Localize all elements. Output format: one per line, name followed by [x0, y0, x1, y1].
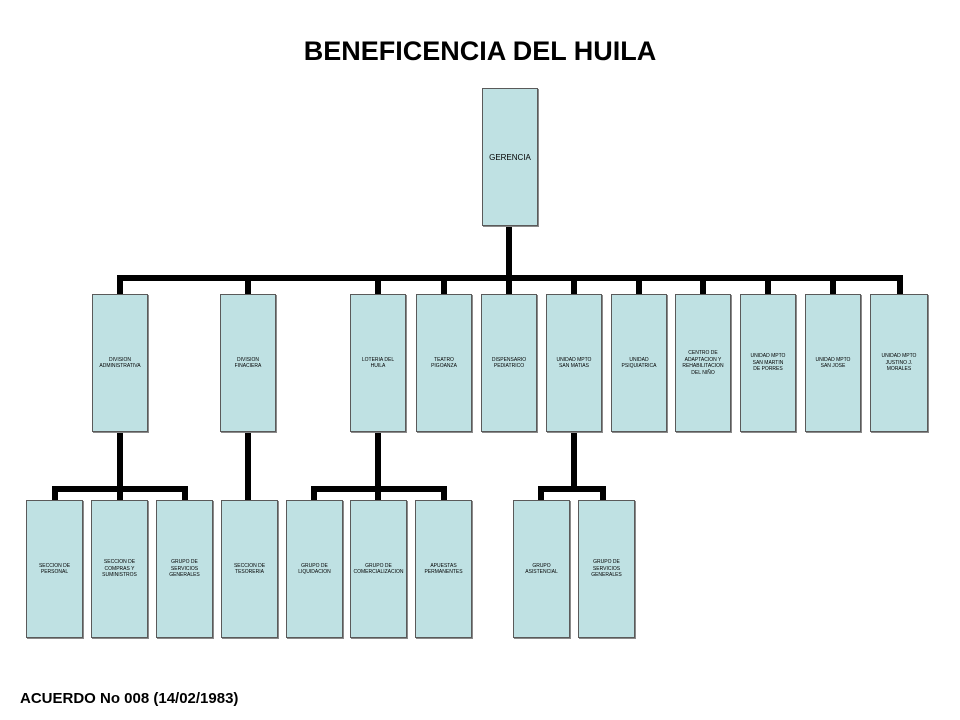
org-box-unidad-san-jose: UNIDAD MPTO SAN JOSE — [805, 294, 861, 432]
org-box-label: LOTERIA DEL HUILA — [361, 356, 395, 370]
org-box-label: UNIDAD MPTO SAN JOSE — [815, 356, 851, 370]
org-box-unidad-san-matias: UNIDAD MPTO SAN MATIAS — [546, 294, 602, 432]
org-box-label: DIVISION FINACIERA — [234, 356, 262, 370]
org-box-label: SECCION DE PERSONAL — [38, 562, 71, 576]
org-box-grupo-liquidacion: GRUPO DE LIQUIDACION — [286, 500, 343, 638]
org-box-label: GRUPO DE COMERCIALIZACION — [353, 562, 404, 576]
org-box-label: SECCION DE COMPRAS Y SUMINISTROS — [102, 559, 137, 579]
org-box-grupo-asistencial: GRUPO ASISTENCIAL — [513, 500, 570, 638]
org-box-label: CENTRO DE ADAPTACION Y REHABILITACION DE… — [682, 350, 724, 376]
org-box-label: APUESTAS PERMANENTES — [424, 562, 463, 576]
org-box-loteria-del-huila: LOTERIA DEL HUILA — [350, 294, 406, 432]
org-box-division-administrativa: DIVISION ADMINISTRATIVA — [92, 294, 148, 432]
org-box-grupo-servicios-generales-matias: GRUPO DE SERVICIOS GENERALES — [578, 500, 635, 638]
org-box-apuestas-permanentes: APUESTAS PERMANENTES — [415, 500, 472, 638]
org-box-unidad-san-martin: UNIDAD MPTO SAN MARTIN DE PORRES — [740, 294, 796, 432]
org-box-seccion-tesoreria: SECCION DE TESORERIA — [221, 500, 278, 638]
org-box-seccion-compras: SECCION DE COMPRAS Y SUMINISTROS — [91, 500, 148, 638]
org-box-seccion-personal: SECCION DE PERSONAL — [26, 500, 83, 638]
org-box-unidad-psiquiatrica: UNIDAD PSIQUIATRICA — [611, 294, 667, 432]
org-box-label: GRUPO DE SERVICIOS GENERALES — [591, 559, 622, 579]
org-box-dispensario-pediatrico: DISPENSARIO PEDIATRICO — [481, 294, 537, 432]
page-title: BENEFICENCIA DEL HUILA — [303, 36, 657, 66]
org-box-label: DISPENSARIO PEDIATRICO — [491, 356, 527, 370]
org-box-grupo-servicios-generales: GRUPO DE SERVICIOS GENERALES — [156, 500, 213, 638]
org-box-label: GRUPO ASISTENCIAL — [525, 562, 558, 576]
org-box-label: GERENCIA — [489, 152, 531, 162]
org-box-label: GRUPO DE SERVICIOS GENERALES — [169, 559, 200, 579]
org-box-division-financiera: DIVISION FINACIERA — [220, 294, 276, 432]
org-box-teatro-pigoanza: TEATRO PIGOANZA — [416, 294, 472, 432]
org-box-unidad-justino-morales: UNIDAD MPTO JUSTINO J. MORALES — [870, 294, 928, 432]
org-box-label: UNIDAD MPTO SAN MARTIN DE PORRES — [750, 353, 786, 373]
org-box-label: UNIDAD PSIQUIATRICA — [621, 356, 657, 370]
org-box-label: UNIDAD MPTO SAN MATIAS — [556, 356, 592, 370]
org-box-label: TEATRO PIGOANZA — [431, 356, 457, 370]
org-box-gerencia: GERENCIA — [482, 88, 538, 226]
footer-note: ACUERDO No 008 (14/02/1983) — [20, 690, 239, 707]
org-box-label: DIVISION ADMINISTRATIVA — [99, 356, 141, 370]
org-box-centro-adaptacion: CENTRO DE ADAPTACION Y REHABILITACION DE… — [675, 294, 731, 432]
org-box-grupo-comercializacion: GRUPO DE COMERCIALIZACION — [350, 500, 407, 638]
org-box-label: SECCION DE TESORERIA — [233, 562, 266, 576]
org-box-label: GRUPO DE LIQUIDACION — [298, 562, 331, 576]
org-box-label: UNIDAD MPTO JUSTINO J. MORALES — [881, 353, 917, 373]
